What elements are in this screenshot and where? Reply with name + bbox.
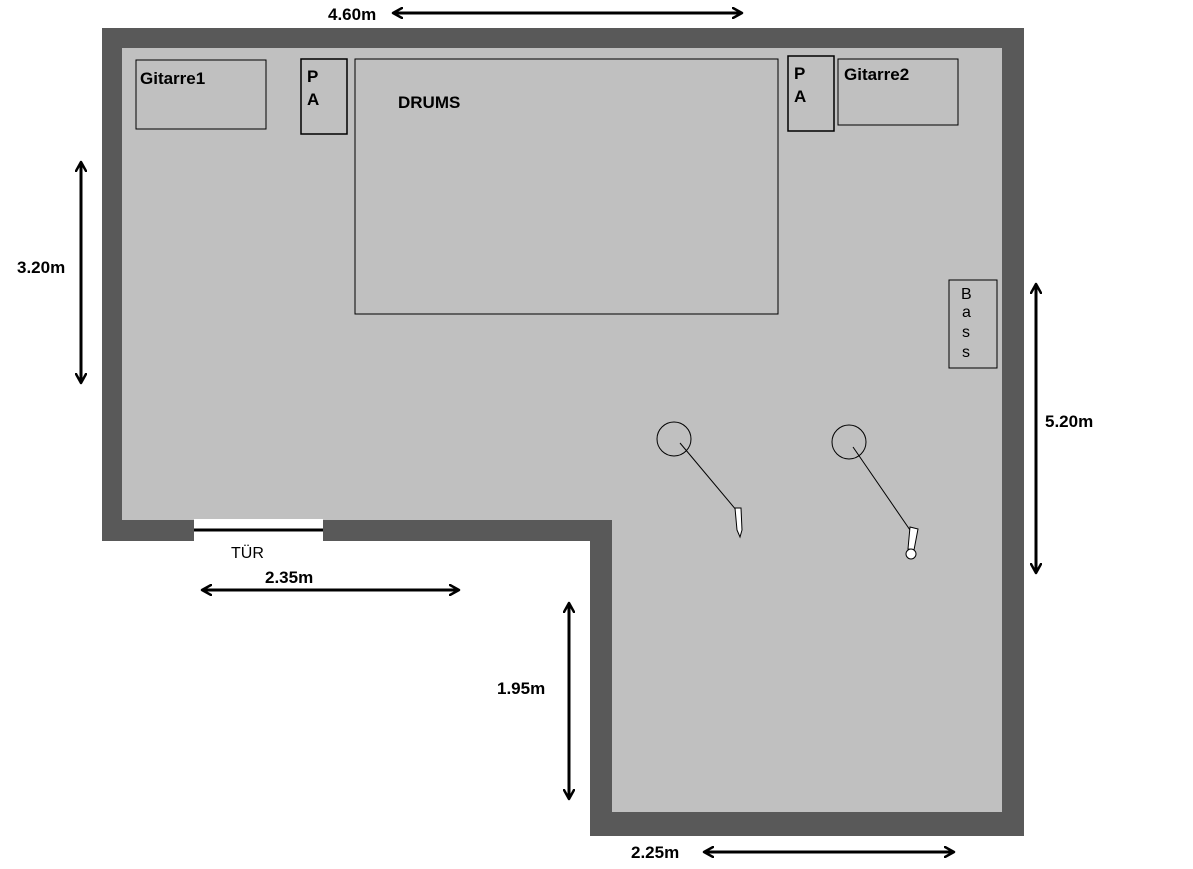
dimension-left-height: 3.20m: [17, 258, 65, 277]
microphone-stand-icon: [656, 421, 743, 539]
gitarre1-label: Gitarre1: [140, 69, 205, 88]
dimension-top-width: 4.60m: [328, 5, 376, 24]
door-label: TÜR: [231, 544, 264, 562]
dimension-bottom-width: 2.25m: [631, 843, 679, 862]
pa-left-letter-a: A: [307, 90, 319, 109]
bass-letter-4: s: [962, 344, 970, 361]
microphone-stand-icon: [831, 424, 919, 560]
gitarre2-label: Gitarre2: [844, 65, 909, 84]
pa-right-speaker: P A: [787, 55, 835, 132]
gitarre1-amp: Gitarre1: [135, 59, 267, 130]
bass-letter-3: s: [962, 324, 970, 341]
bass-letter-1: B: [961, 286, 972, 303]
pa-left-letter-p: P: [307, 67, 318, 86]
bass-letter-2: a: [962, 304, 971, 321]
gitarre2-amp: Gitarre2: [837, 58, 959, 126]
dimension-right-height: 5.20m: [1045, 412, 1093, 431]
drums-area: DRUMS: [354, 58, 779, 315]
dimension-lower-height: 1.95m: [497, 679, 545, 698]
dimension-door-width: 2.35m: [265, 568, 313, 587]
room-floor: [122, 48, 1002, 812]
pa-right-letter-a: A: [794, 87, 806, 106]
drums-label: DRUMS: [398, 93, 460, 112]
pa-right-letter-p: P: [794, 64, 805, 83]
bass-amp: B a s s: [948, 279, 998, 369]
pa-left-speaker: P A: [300, 58, 348, 135]
